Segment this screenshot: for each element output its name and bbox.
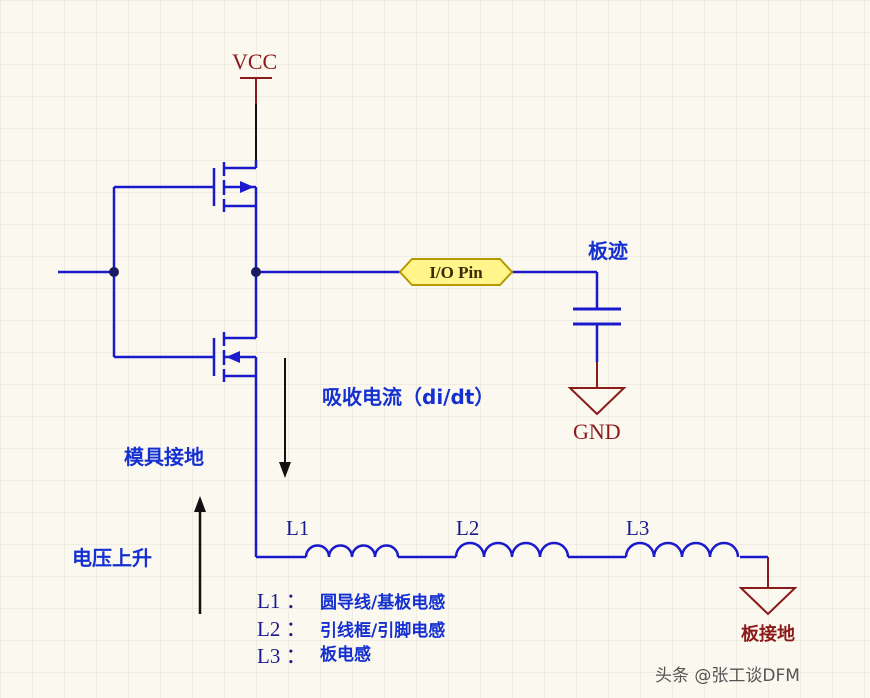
vcc-symbol bbox=[240, 77, 272, 104]
absorb-current-label: 吸收电流（di/dt） bbox=[322, 385, 494, 409]
inductor-l2: L2 bbox=[454, 516, 570, 558]
nmos-transistor bbox=[212, 332, 258, 384]
trace-capacitor bbox=[573, 307, 621, 326]
legend-key-l1: L1 ： bbox=[257, 589, 307, 613]
io-pin-label: I/O Pin bbox=[429, 263, 483, 282]
gnd-symbol bbox=[567, 387, 627, 416]
inductor-l2-label: L2 bbox=[456, 516, 479, 540]
inductor-l3: L3 bbox=[624, 516, 740, 558]
watermark: 头条 @张工谈DFM bbox=[655, 666, 800, 686]
io-pin bbox=[398, 258, 514, 286]
legend-desc-l3: 板电感 bbox=[320, 644, 371, 665]
legend-key-l2: L2 ： bbox=[257, 617, 307, 641]
inductor-l3-label: L3 bbox=[626, 516, 649, 540]
circuit-wires bbox=[58, 104, 768, 559]
inductor-l1-label: L1 bbox=[286, 516, 309, 540]
junction-dot-input bbox=[109, 267, 119, 277]
die-ground-label: 模具接地 bbox=[124, 445, 204, 469]
trace-label: 板迹 bbox=[588, 239, 628, 263]
legend-desc-l2: 引线框/引脚电感 bbox=[320, 620, 445, 641]
board-ground-symbol bbox=[738, 587, 798, 616]
gnd-label: GND bbox=[573, 419, 621, 444]
voltage-rise-label: 电压上升 bbox=[72, 546, 152, 570]
legend-key-l3: L3 ： bbox=[257, 644, 307, 668]
voltage-rise-arrow-up bbox=[194, 496, 206, 614]
vcc-label: VCC bbox=[232, 49, 277, 74]
pmos-transistor bbox=[212, 160, 258, 214]
board-ground-label: 板接地 bbox=[741, 623, 795, 645]
current-arrow-down bbox=[279, 358, 291, 478]
legend-desc-l1: 圆导线/基板电感 bbox=[320, 592, 445, 613]
inductor-l1: L1 bbox=[286, 516, 400, 558]
junction-dot-output bbox=[251, 267, 261, 277]
inductor-legend: L1 ： 圆导线/基板电感 L2 ： 引线框/引脚电感 L3 ： 板电感 bbox=[257, 589, 445, 668]
